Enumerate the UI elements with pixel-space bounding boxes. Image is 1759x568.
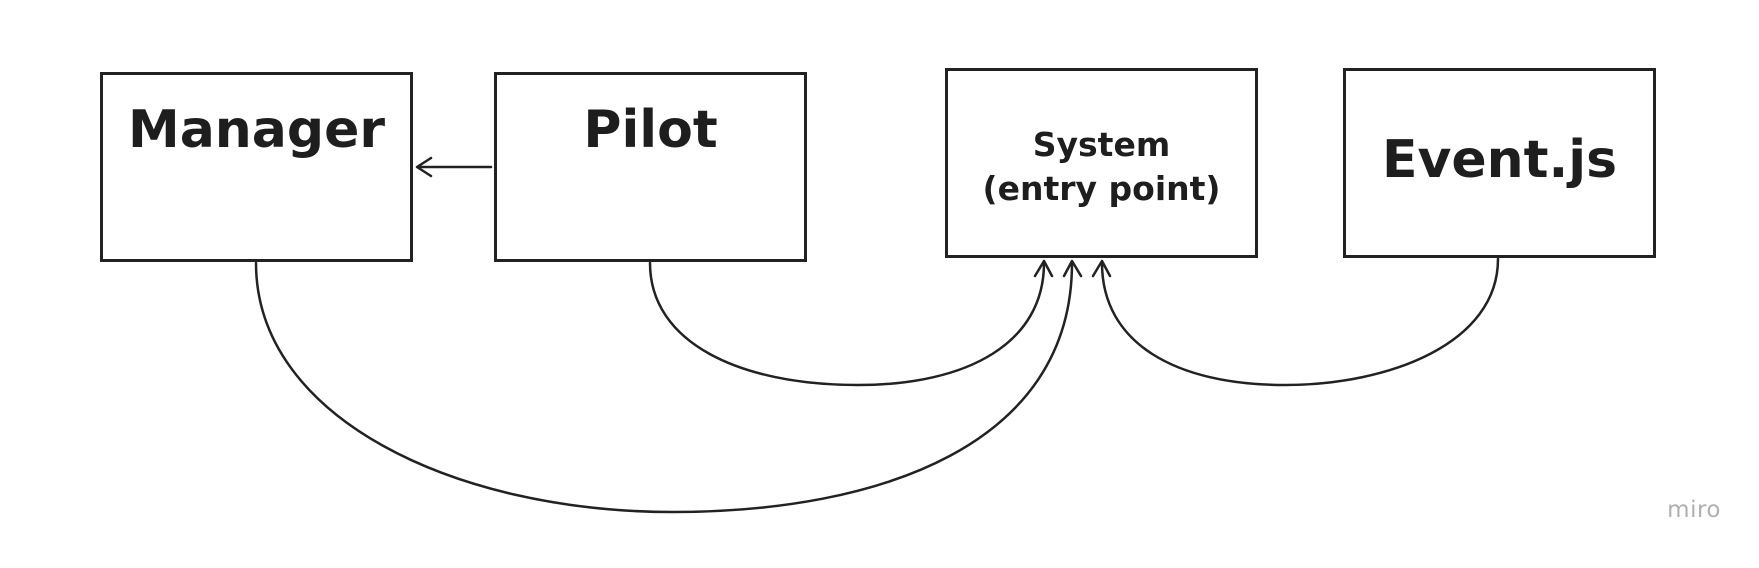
pilot-node[interactable]: Pilot: [494, 72, 807, 262]
manager-node[interactable]: Manager: [100, 72, 413, 262]
system-label: System (entry point): [982, 125, 1221, 208]
system-node[interactable]: System (entry point): [945, 68, 1258, 258]
arrowhead-manager-icon: [415, 156, 433, 178]
arrowhead-system-left-icon: [1033, 259, 1054, 278]
edge-event-to-system: [1100, 257, 1500, 387]
edge-manager-to-system: [254, 261, 1074, 514]
manager-label: Manager: [127, 100, 386, 160]
arrowhead-system-right-icon: [1091, 259, 1112, 278]
miro-watermark: miro: [1667, 497, 1721, 523]
event-js-node[interactable]: Event.js: [1343, 68, 1656, 258]
pilot-label: Pilot: [583, 100, 718, 160]
event-js-label: Event.js: [1381, 130, 1618, 190]
edge-pilot-to-system: [648, 261, 1046, 387]
arrowhead-system-middle-icon: [1062, 259, 1083, 278]
